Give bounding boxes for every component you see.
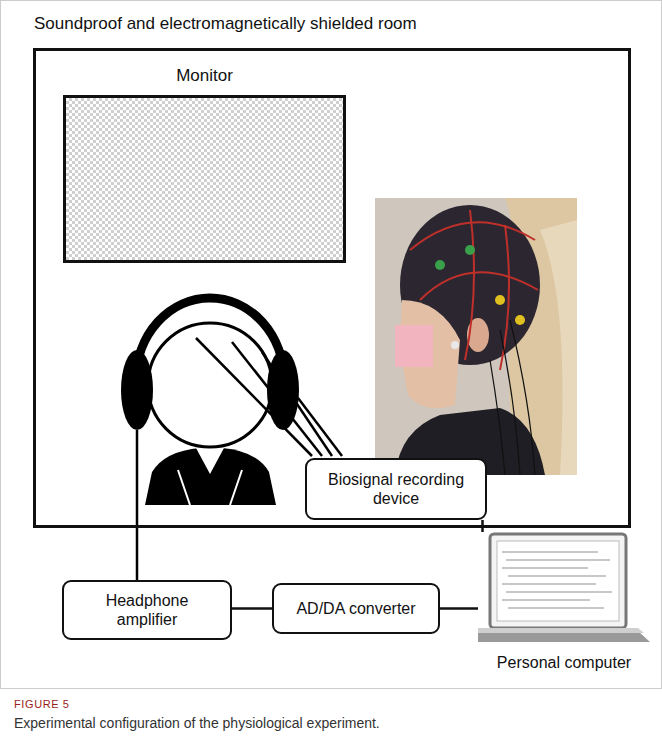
drawing-line xyxy=(232,342,322,456)
drawing-path xyxy=(145,448,276,505)
drawing-circle xyxy=(435,260,445,270)
laptop-drawing xyxy=(478,532,650,647)
drawing-circle xyxy=(495,295,505,305)
monitor-label: Monitor xyxy=(63,66,346,86)
drawing-path xyxy=(196,448,224,474)
drawing-path xyxy=(465,210,474,360)
drawing-line xyxy=(196,338,312,456)
electrode-wires xyxy=(196,338,342,456)
drawing-circle xyxy=(451,341,459,349)
drawing-circle xyxy=(148,323,272,447)
monitor-screen xyxy=(63,95,346,263)
box-label: Biosignal recording device xyxy=(325,470,467,508)
drawing-path xyxy=(420,272,538,300)
figure-caption: Experimental configuration of the physio… xyxy=(14,715,380,731)
drawing-path xyxy=(490,320,535,475)
drawing-line xyxy=(298,398,342,456)
monitor-screen: Monitor xyxy=(63,64,346,263)
figure-number: FIGURE 5 xyxy=(14,698,70,710)
drawing-ellipse xyxy=(267,350,299,430)
connector-line xyxy=(440,607,478,610)
room-region: Soundproof and electromagnetically shiel… xyxy=(33,10,631,528)
listener-icon xyxy=(121,298,342,580)
drawing-path xyxy=(178,470,242,505)
device-box: Headphone amplifier xyxy=(62,580,232,640)
drawing-path xyxy=(136,298,284,380)
participant-photo xyxy=(375,198,577,475)
laptop-icon: Personal computer xyxy=(478,532,650,672)
figure-frame xyxy=(1,1,662,689)
drawing-rect xyxy=(497,541,619,621)
drawing-path xyxy=(478,628,644,633)
drawing-path xyxy=(540,220,577,475)
device-box: Biosignal recording device xyxy=(305,458,487,520)
drawing-circle xyxy=(515,315,525,325)
drawing-rect xyxy=(490,534,626,628)
connector-line xyxy=(232,607,272,610)
drawing-path xyxy=(502,552,612,608)
drawing-circle xyxy=(465,245,475,255)
box-label: AD/DA converter xyxy=(296,599,415,618)
drawing-line xyxy=(262,352,332,456)
device-box: AD/DA converter xyxy=(272,583,440,634)
computer-label: Personal computer xyxy=(478,654,650,672)
drawing-ellipse xyxy=(121,350,153,430)
room-title: Soundproof and electromagnetically shiel… xyxy=(34,14,417,34)
box-label: Headphone amplifier xyxy=(82,591,212,629)
drawing-rect xyxy=(395,325,433,367)
headphone-cord xyxy=(136,430,139,580)
drawing-rect xyxy=(375,198,577,475)
